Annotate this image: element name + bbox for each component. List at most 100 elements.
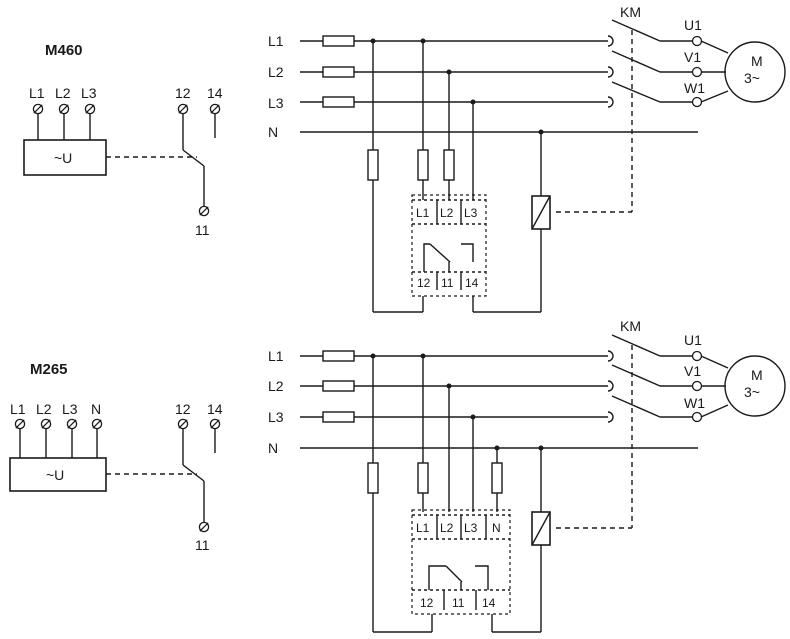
svg-text:12: 12 xyxy=(175,85,191,101)
changeover-contact-icon xyxy=(428,565,489,590)
screw-terminal-icon xyxy=(198,205,210,217)
device-terminal-l2: L2 xyxy=(36,401,52,458)
svg-text:N: N xyxy=(91,401,101,417)
svg-text:11: 11 xyxy=(195,222,210,238)
motor-terminal-v1: V1 xyxy=(684,363,701,379)
screw-terminal-icon xyxy=(91,418,103,430)
changeover-contact-icon: 12 14 11 xyxy=(175,401,223,553)
device-title: M265 xyxy=(30,361,68,378)
fuse-icon xyxy=(443,149,455,181)
screw-terminal-icon xyxy=(198,521,210,533)
branch-wiring xyxy=(367,353,551,633)
section-m460: M460 L1 L2 L3 ~U 12 xyxy=(23,4,786,313)
supply-line-l2: L2 xyxy=(268,378,284,394)
fuse-icon xyxy=(322,411,355,423)
svg-text:L1: L1 xyxy=(416,206,430,220)
fuse-icon xyxy=(417,149,429,181)
three-phase-motor-icon: U1 V1 W1 M 3~ xyxy=(684,332,786,423)
screw-terminal-icon xyxy=(14,418,26,430)
relay-module: L1 L2 L3 12 11 14 xyxy=(411,194,487,297)
svg-text:3~: 3~ xyxy=(744,384,760,400)
device-terminal-l1: L1 xyxy=(29,85,45,140)
device-block xyxy=(9,457,107,492)
svg-text:3~: 3~ xyxy=(744,70,760,86)
svg-text:12: 12 xyxy=(175,401,191,417)
motor-terminal-u1: U1 xyxy=(684,17,702,33)
screw-terminal-icon xyxy=(66,418,78,430)
svg-text:L1: L1 xyxy=(10,401,26,417)
relay-coil-icon xyxy=(531,511,551,546)
device-terminal-l3: L3 xyxy=(81,85,97,140)
motor-terminal-w1: W1 xyxy=(684,80,705,96)
relay-coil-icon xyxy=(531,195,551,230)
svg-text:L2: L2 xyxy=(55,85,71,101)
svg-text:14: 14 xyxy=(207,401,223,417)
svg-text:11: 11 xyxy=(452,596,465,610)
svg-text:L2: L2 xyxy=(36,401,52,417)
svg-text:L2: L2 xyxy=(440,521,454,535)
svg-text:L3: L3 xyxy=(464,521,478,535)
device-block xyxy=(23,139,107,176)
screw-terminal-icon xyxy=(209,418,221,430)
svg-text:L2: L2 xyxy=(440,206,454,220)
supply-line-l2: L2 xyxy=(268,64,284,80)
screw-terminal-icon xyxy=(209,103,221,115)
fuse-icon xyxy=(367,462,379,494)
fuse-icon xyxy=(322,96,355,108)
svg-text:12: 12 xyxy=(417,276,431,290)
screw-terminal-icon xyxy=(58,103,70,115)
svg-text:N: N xyxy=(492,521,501,535)
section-m265: M265 L1 L2 L3 N ~U xyxy=(9,318,786,633)
contactor-km: KM xyxy=(556,318,692,529)
svg-text:11: 11 xyxy=(441,276,454,290)
supply-line-l3: L3 xyxy=(268,409,284,425)
fuse-icon xyxy=(322,35,355,47)
bus-lines xyxy=(300,35,698,133)
device-label: ~U xyxy=(46,467,64,483)
motor-terminal-u1: U1 xyxy=(684,332,702,348)
svg-text:L3: L3 xyxy=(81,85,97,101)
device-terminal-l3: L3 xyxy=(62,401,78,458)
supply-line-n: N xyxy=(268,440,278,456)
device-terminal-l2: L2 xyxy=(55,85,71,140)
svg-text:14: 14 xyxy=(207,85,223,101)
svg-text:L3: L3 xyxy=(62,401,78,417)
svg-text:M: M xyxy=(751,367,763,383)
svg-text:14: 14 xyxy=(465,276,479,290)
supply-line-l3: L3 xyxy=(268,95,284,111)
supply-line-l1: L1 xyxy=(268,33,284,49)
fuse-icon xyxy=(322,380,355,392)
svg-text:12: 12 xyxy=(420,596,434,610)
three-phase-motor-icon: U1 V1 W1 M 3~ xyxy=(684,17,786,108)
screw-terminal-icon xyxy=(177,418,189,430)
supply-line-l1: L1 xyxy=(268,348,284,364)
svg-text:L1: L1 xyxy=(416,521,430,535)
device-title: M460 xyxy=(45,42,83,59)
fuse-icon xyxy=(417,462,429,494)
svg-text:L1: L1 xyxy=(29,85,45,101)
screw-terminal-icon xyxy=(40,418,52,430)
motor-terminal-v1: V1 xyxy=(684,49,701,65)
branch-wiring xyxy=(367,38,551,313)
fuse-icon xyxy=(322,66,355,78)
contactor-km: KM xyxy=(556,4,692,213)
motor-terminal-w1: W1 xyxy=(684,395,705,411)
contactor-label: KM xyxy=(620,4,641,20)
device-terminal-l1: L1 xyxy=(10,401,26,458)
fuse-icon xyxy=(322,350,355,362)
fuse-icon xyxy=(367,149,379,181)
supply-line-n: N xyxy=(268,124,278,140)
contactor-label: KM xyxy=(620,318,641,334)
screw-terminal-icon xyxy=(32,103,44,115)
changeover-contact-icon xyxy=(423,243,474,272)
screw-terminal-icon xyxy=(177,103,189,115)
svg-text:L3: L3 xyxy=(464,206,478,220)
fuse-icon xyxy=(491,462,503,494)
bus-lines xyxy=(300,350,698,449)
screw-terminal-icon xyxy=(84,103,96,115)
device-terminal-n: N xyxy=(91,401,103,458)
svg-text:14: 14 xyxy=(482,596,496,610)
changeover-contact-icon: 12 14 11 xyxy=(175,85,223,238)
svg-text:M: M xyxy=(751,53,763,69)
